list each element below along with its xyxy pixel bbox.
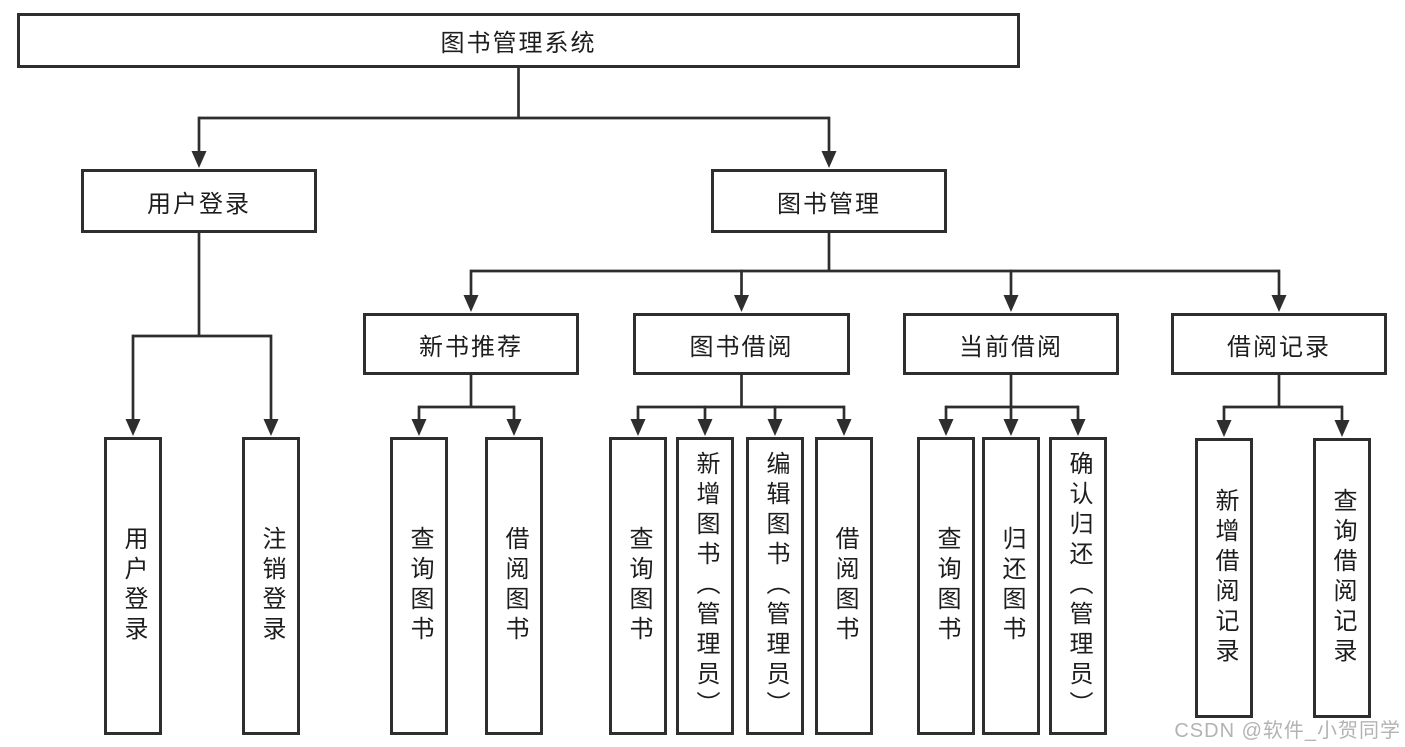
node-leaf-borrow-book-2: 借阅图书: [815, 437, 873, 735]
arrowhead-icon: [821, 151, 837, 168]
node-label-leaf-query-book-3: 查询图书: [933, 526, 960, 646]
node-root: 图书管理系统: [17, 13, 1020, 68]
node-label-book-mgmt: 图书管理: [777, 190, 881, 218]
node-leaf-logout: 注销登录: [242, 437, 300, 735]
node-book-mgmt: 图书管理: [711, 169, 947, 233]
node-leaf-borrow-book-1: 借阅图书: [485, 437, 543, 735]
arrowhead-icon: [1271, 295, 1287, 312]
node-leaf-add-book: 新增图书（管理员）: [676, 437, 734, 735]
node-leaf-user-login: 用户登录: [104, 437, 162, 735]
arrowhead-icon: [836, 419, 852, 436]
node-leaf-query-book-1: 查询图书: [390, 437, 448, 735]
node-label-current-borrow: 当前借阅: [959, 333, 1063, 361]
node-current-borrow: 当前借阅: [903, 313, 1119, 375]
node-label-leaf-confirm-return: 确认归还（管理员）: [1065, 451, 1092, 721]
node-label-leaf-query-borrow-record: 查询借阅记录: [1329, 488, 1356, 668]
node-label-root: 图书管理系统: [440, 30, 597, 57]
node-label-leaf-user-login: 用户登录: [120, 526, 147, 646]
arrowhead-icon: [411, 419, 427, 436]
arrowhead-icon: [938, 419, 954, 436]
node-leaf-query-book-2: 查询图书: [609, 437, 667, 735]
node-leaf-return-book: 归还图书: [982, 437, 1040, 735]
node-label-leaf-query-book-1: 查询图书: [406, 526, 433, 646]
node-label-leaf-add-borrow-record: 新增借阅记录: [1211, 488, 1238, 668]
node-label-leaf-borrow-book-2: 借阅图书: [831, 526, 858, 646]
arrowhead-icon: [263, 419, 279, 436]
node-book-borrow: 图书借阅: [633, 313, 850, 375]
watermark: CSDN @软件_小贺同学: [1174, 720, 1401, 742]
node-label-leaf-logout: 注销登录: [258, 526, 285, 646]
node-label-leaf-borrow-book-1: 借阅图书: [501, 526, 528, 646]
node-leaf-add-borrow-record: 新增借阅记录: [1195, 438, 1253, 718]
arrowhead-icon: [463, 295, 479, 312]
node-borrow-records: 借阅记录: [1171, 313, 1387, 375]
arrowhead-icon: [1070, 419, 1086, 436]
arrowhead-icon: [1003, 295, 1019, 312]
node-label-user-login: 用户登录: [147, 190, 251, 218]
node-leaf-query-borrow-record: 查询借阅记录: [1313, 438, 1371, 718]
node-leaf-query-book-3: 查询图书: [917, 437, 975, 735]
node-leaf-confirm-return: 确认归还（管理员）: [1049, 437, 1107, 735]
node-leaf-edit-book: 编辑图书（管理员）: [746, 437, 804, 735]
node-label-leaf-query-book-2: 查询图书: [625, 526, 652, 646]
arrowhead-icon: [125, 419, 141, 436]
node-label-new-book-rec: 新书推荐: [419, 333, 523, 361]
node-label-leaf-add-book: 新增图书（管理员）: [692, 451, 719, 721]
arrowhead-icon: [697, 419, 713, 436]
arrowhead-icon: [506, 419, 522, 436]
arrowhead-icon: [630, 419, 646, 436]
arrowhead-icon: [1334, 420, 1350, 437]
node-label-leaf-return-book: 归还图书: [998, 526, 1025, 646]
node-user-login: 用户登录: [81, 169, 317, 233]
arrowhead-icon: [1216, 420, 1232, 437]
node-label-leaf-edit-book: 编辑图书（管理员）: [762, 451, 789, 721]
node-label-borrow-records: 借阅记录: [1227, 333, 1331, 361]
arrowhead-icon: [734, 295, 749, 312]
arrowhead-icon: [1003, 419, 1019, 436]
arrowhead-icon: [767, 419, 783, 436]
node-label-book-borrow: 图书借阅: [689, 333, 794, 361]
arrowhead-icon: [191, 151, 207, 168]
node-new-book-rec: 新书推荐: [363, 313, 579, 375]
